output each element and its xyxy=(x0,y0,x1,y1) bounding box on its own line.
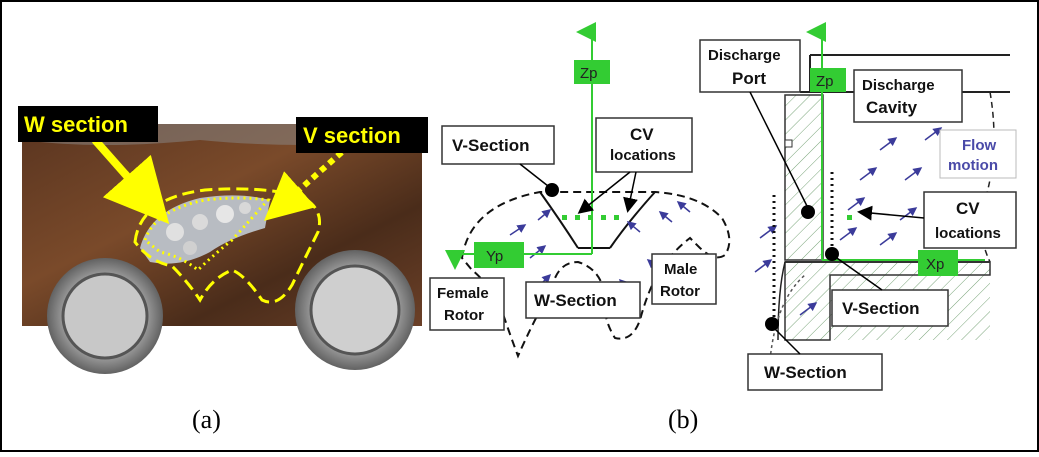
w-section-arrow xyxy=(92,137,170,224)
v-section-label-left: V-Section xyxy=(452,136,529,155)
xp-label-right: Xp xyxy=(926,256,944,273)
w-section-label-left: W-Section xyxy=(534,291,617,310)
housing-wall-hatch xyxy=(784,94,824,261)
zp-label-left: Zp xyxy=(580,65,598,82)
female-rotor-label-2: Rotor xyxy=(444,307,484,324)
cv-label-left-2: locations xyxy=(610,147,676,164)
v-section-dot-right xyxy=(825,247,839,261)
flow-arrows-right xyxy=(754,127,963,316)
v-section-dot-left xyxy=(545,183,559,197)
discharge-port-box xyxy=(699,39,801,93)
cv-label-right-1: CV xyxy=(956,199,980,218)
cv-dots-left xyxy=(562,215,619,220)
v-section-label-box xyxy=(296,117,428,153)
v-section-box-right xyxy=(831,289,949,327)
discharge-port-label-1: Discharge xyxy=(708,47,781,64)
male-rotor-label-1: Male xyxy=(664,261,697,278)
caption-a: (a) xyxy=(192,405,221,434)
caption-b: (b) xyxy=(668,405,698,434)
w-section-dot-right xyxy=(765,317,779,331)
female-rotor-box xyxy=(429,277,505,331)
zp-label-right: Zp xyxy=(816,73,834,90)
v-section-outline xyxy=(143,196,271,272)
v-section-label: V section xyxy=(303,123,401,148)
panel-b-right: Zp Xp Discharge Port Discharge Cavity Fl… xyxy=(699,22,1017,391)
yp-label-left: Yp xyxy=(486,248,503,265)
panel-a: W section V section (a) xyxy=(18,106,428,434)
rotor-outline xyxy=(460,191,731,359)
w-section-label-box xyxy=(18,106,158,142)
flow-motion-box xyxy=(939,129,1017,179)
discharge-port-label-2: Port xyxy=(732,69,766,88)
v-section-box-left xyxy=(441,125,555,165)
male-rotor-box xyxy=(651,253,717,305)
flow-motion-label-2: motion xyxy=(948,157,998,174)
w-section-label-right: W-Section xyxy=(764,363,847,382)
discharge-port-dot xyxy=(801,205,815,219)
panel-b-left: Zp Yp V-Section CV locations Female Roto… xyxy=(429,22,731,359)
w-section-box-right xyxy=(747,353,883,391)
cv-box-left xyxy=(595,117,693,173)
discharge-cavity-label-2: Cavity xyxy=(866,98,918,117)
v-section-arrow xyxy=(264,142,352,221)
v-section-label-right: V-Section xyxy=(842,299,919,318)
discharge-cavity-label-1: Discharge xyxy=(862,77,935,94)
male-rotor-label-2: Rotor xyxy=(660,283,700,300)
w-section-box-left xyxy=(525,281,641,319)
w-section-outline xyxy=(133,187,321,304)
cv-label-right-2: locations xyxy=(935,225,1001,242)
discharge-cavity-box xyxy=(853,69,963,123)
female-rotor-label-1: Female xyxy=(437,285,489,302)
cv-label-left-1: CV xyxy=(630,125,654,144)
cv-box-right xyxy=(923,191,1017,249)
w-section-label: W section xyxy=(24,112,128,137)
flow-motion-label-1: Flow xyxy=(962,137,996,154)
